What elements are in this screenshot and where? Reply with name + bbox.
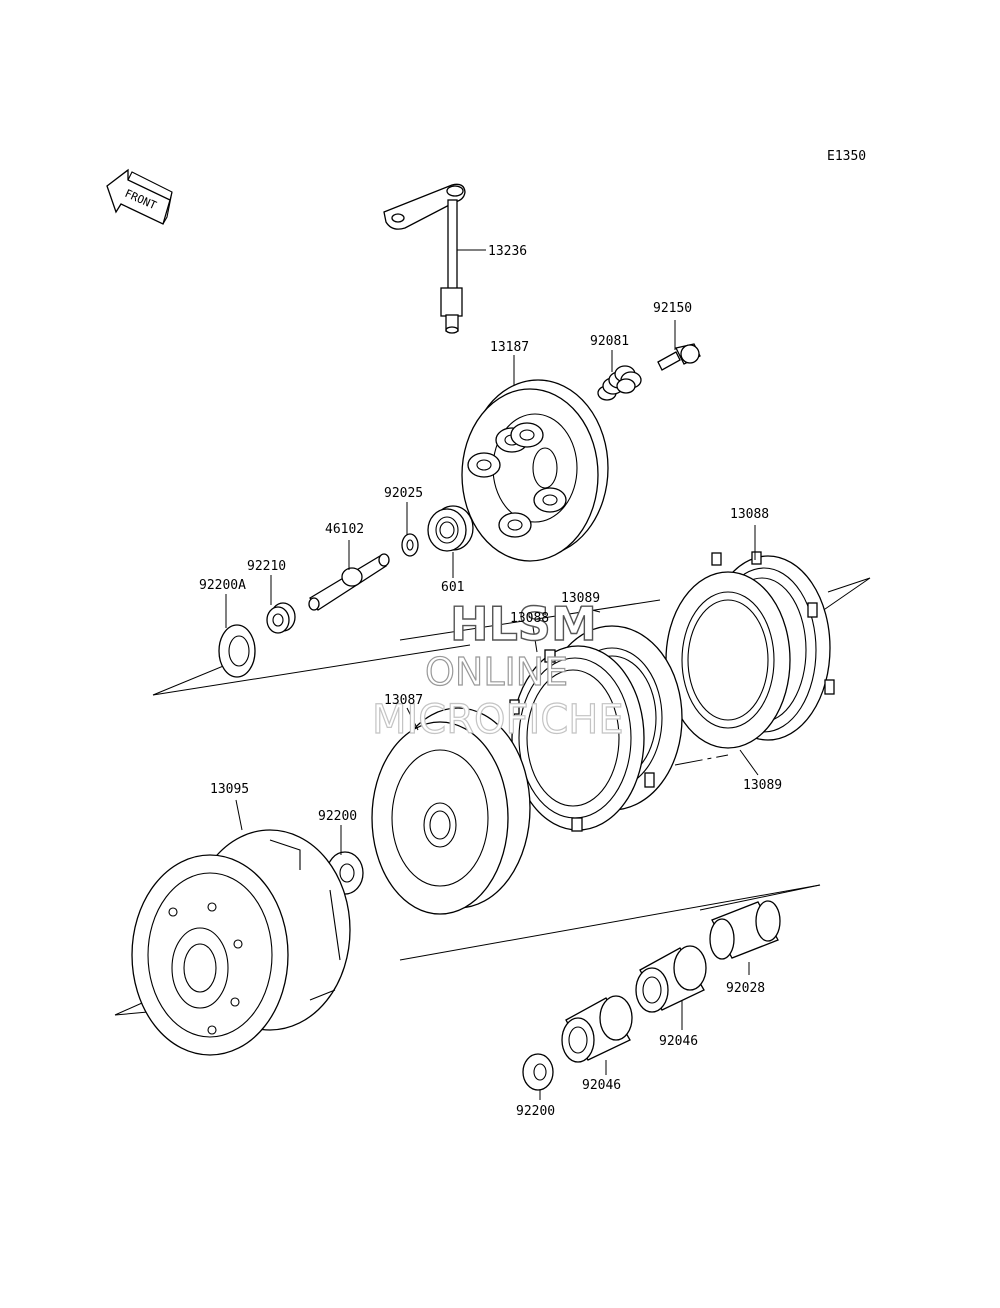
steel-plate-13089-right (665, 571, 791, 749)
nut-92210 (266, 602, 296, 634)
part-label-13236: 13236 (488, 244, 527, 259)
part-label-13088-middle: 13088 (510, 611, 549, 626)
watermark: HLSM ONLINE MICROFICHE (371, 596, 624, 743)
needle-bearing-92046-upper (635, 945, 707, 1013)
part-label-13089-bottom: 13089 (743, 778, 782, 793)
part-label-601: 601 (441, 580, 464, 595)
washer-92200-lower (522, 1053, 554, 1091)
part-label-92046-upper: 92046 (659, 1034, 698, 1049)
bearing-601 (427, 505, 474, 552)
axis-lines (114, 577, 871, 1016)
pressure-plate-13187 (461, 379, 609, 562)
watermark-line-1: HLSM (450, 597, 597, 651)
part-label-92200-lower: 92200 (516, 1104, 555, 1119)
washer-92025 (401, 533, 419, 557)
bolt-92150 (657, 343, 701, 371)
part-labels: 13236 92150 92081 13187 92025 46102 9221… (199, 244, 782, 1119)
part-label-92046-lower: 92046 (582, 1078, 621, 1093)
part-label-13089-top: 13089 (561, 591, 600, 606)
clutch-housing-13095 (131, 829, 351, 1056)
part-label-92028: 92028 (726, 981, 765, 996)
clutch-hub-13087 (371, 707, 531, 915)
part-label-13095: 13095 (210, 782, 249, 797)
diagram-code: E1350 (827, 149, 866, 164)
release-shaft-46102 (308, 553, 390, 611)
lock-washer-92200A (218, 624, 256, 678)
leader-lines (225, 249, 759, 1100)
part-label-92200A: 92200A (199, 578, 246, 593)
watermark-line-3: MICROFICHE (372, 697, 624, 743)
part-label-92025: 92025 (384, 486, 423, 501)
bushing-92028 (709, 900, 781, 960)
part-label-92210: 92210 (247, 559, 286, 574)
spring-92081 (597, 365, 642, 401)
part-label-92200-upper: 92200 (318, 809, 357, 824)
front-arrow-icon: FRONT (106, 168, 173, 225)
part-label-92150: 92150 (653, 301, 692, 316)
needle-bearing-92046-lower (561, 995, 633, 1063)
friction-plate-13088-middle (509, 645, 655, 832)
part-label-13088-right: 13088 (730, 507, 769, 522)
watermark-line-2: ONLINE (425, 650, 568, 694)
part-label-46102: 46102 (325, 522, 364, 537)
part-label-92081: 92081 (590, 334, 629, 349)
part-label-13187: 13187 (490, 340, 529, 355)
push-rod-lever-13236 (383, 183, 466, 334)
part-label-13087: 13087 (384, 693, 423, 708)
